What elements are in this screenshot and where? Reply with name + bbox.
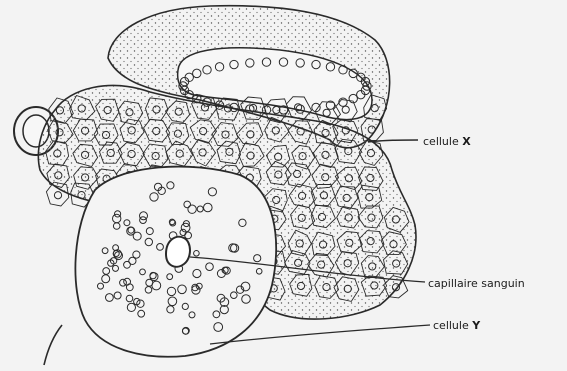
capillary-lumen: [166, 237, 190, 267]
label-cellule-x: cellule X: [423, 136, 471, 147]
label-cellule-y: cellule Y: [433, 320, 480, 331]
cell-x-nucleus: [54, 192, 61, 199]
label-cellule-x-text: cellule: [423, 135, 459, 148]
label-cellule-y-letter: Y: [472, 319, 480, 332]
label-capillaire-sanguin: capillaire sanguin: [428, 278, 525, 289]
left-edge-stroke: [44, 325, 62, 365]
label-cellule-y-text: cellule: [433, 319, 469, 332]
label-cellule-x-letter: X: [462, 135, 470, 148]
